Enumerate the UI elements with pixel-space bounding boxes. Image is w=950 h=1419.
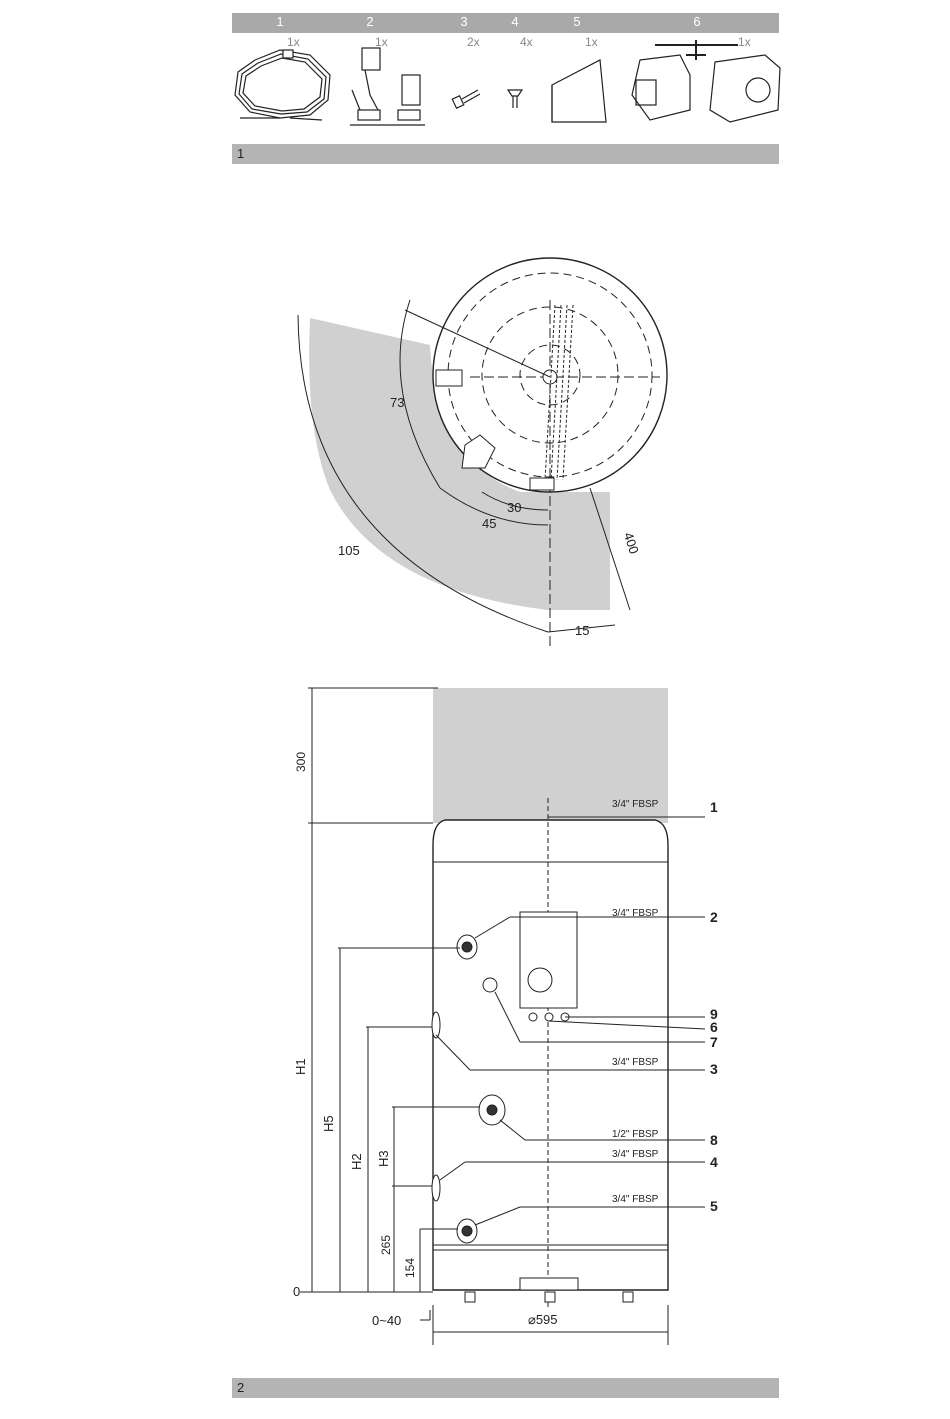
callout-4: 4 xyxy=(710,1154,718,1170)
figure-1-label: 1 xyxy=(232,146,244,161)
spec-1: 3/4" FBSP xyxy=(612,799,659,810)
dim-73: 73 xyxy=(390,395,404,410)
valve-actuator-icon xyxy=(632,40,780,122)
figure-2-bar: 2 xyxy=(232,1378,779,1398)
callout-3: 3 xyxy=(710,1061,718,1077)
dim-h2: H2 xyxy=(349,1153,364,1170)
figure-1-bar: 1 xyxy=(232,144,779,164)
dim-300: 300 xyxy=(294,752,308,772)
dim-diameter: ⌀595 xyxy=(528,1312,558,1327)
spec-8: 1/2" FBSP xyxy=(612,1129,659,1140)
dim-h3: H3 xyxy=(376,1150,391,1167)
top-view-diagram: 73 30 45 105 400 15 xyxy=(0,170,950,670)
dim-0-40: 0~40 xyxy=(372,1313,401,1328)
spec-2: 3/4" FBSP xyxy=(612,908,659,919)
callout-2: 2 xyxy=(710,909,718,925)
bolt-icon xyxy=(452,90,480,108)
coil-cable-icon xyxy=(235,50,330,120)
dim-0: 0 xyxy=(293,1284,300,1299)
dim-105: 105 xyxy=(338,543,360,558)
dim-265: 265 xyxy=(379,1235,393,1255)
spec-5: 3/4" FBSP xyxy=(612,1194,659,1205)
dim-15: 15 xyxy=(575,623,589,638)
side-view-diagram: 300 H1 H5 H2 H3 265 154 0 0~40 ⌀595 3/4"… xyxy=(0,680,950,1350)
screw-icon xyxy=(508,90,522,108)
dim-400: 400 xyxy=(621,530,642,555)
callout-5: 5 xyxy=(710,1198,718,1214)
sensor-bracket-icon xyxy=(350,48,425,125)
spec-4: 3/4" FBSP xyxy=(612,1149,659,1160)
callout-1: 1 xyxy=(710,799,718,815)
figure-2-label: 2 xyxy=(232,1380,244,1395)
callout-7: 7 xyxy=(710,1034,718,1050)
callout-6: 6 xyxy=(710,1019,718,1035)
manual-booklet-icon xyxy=(552,60,606,122)
dim-h5: H5 xyxy=(321,1115,336,1132)
spec-3: 3/4" FBSP xyxy=(612,1057,659,1068)
dim-154: 154 xyxy=(403,1258,417,1278)
dim-30: 30 xyxy=(507,500,521,515)
callout-8: 8 xyxy=(710,1132,718,1148)
dim-h1: H1 xyxy=(293,1058,308,1075)
dim-45: 45 xyxy=(482,516,496,531)
